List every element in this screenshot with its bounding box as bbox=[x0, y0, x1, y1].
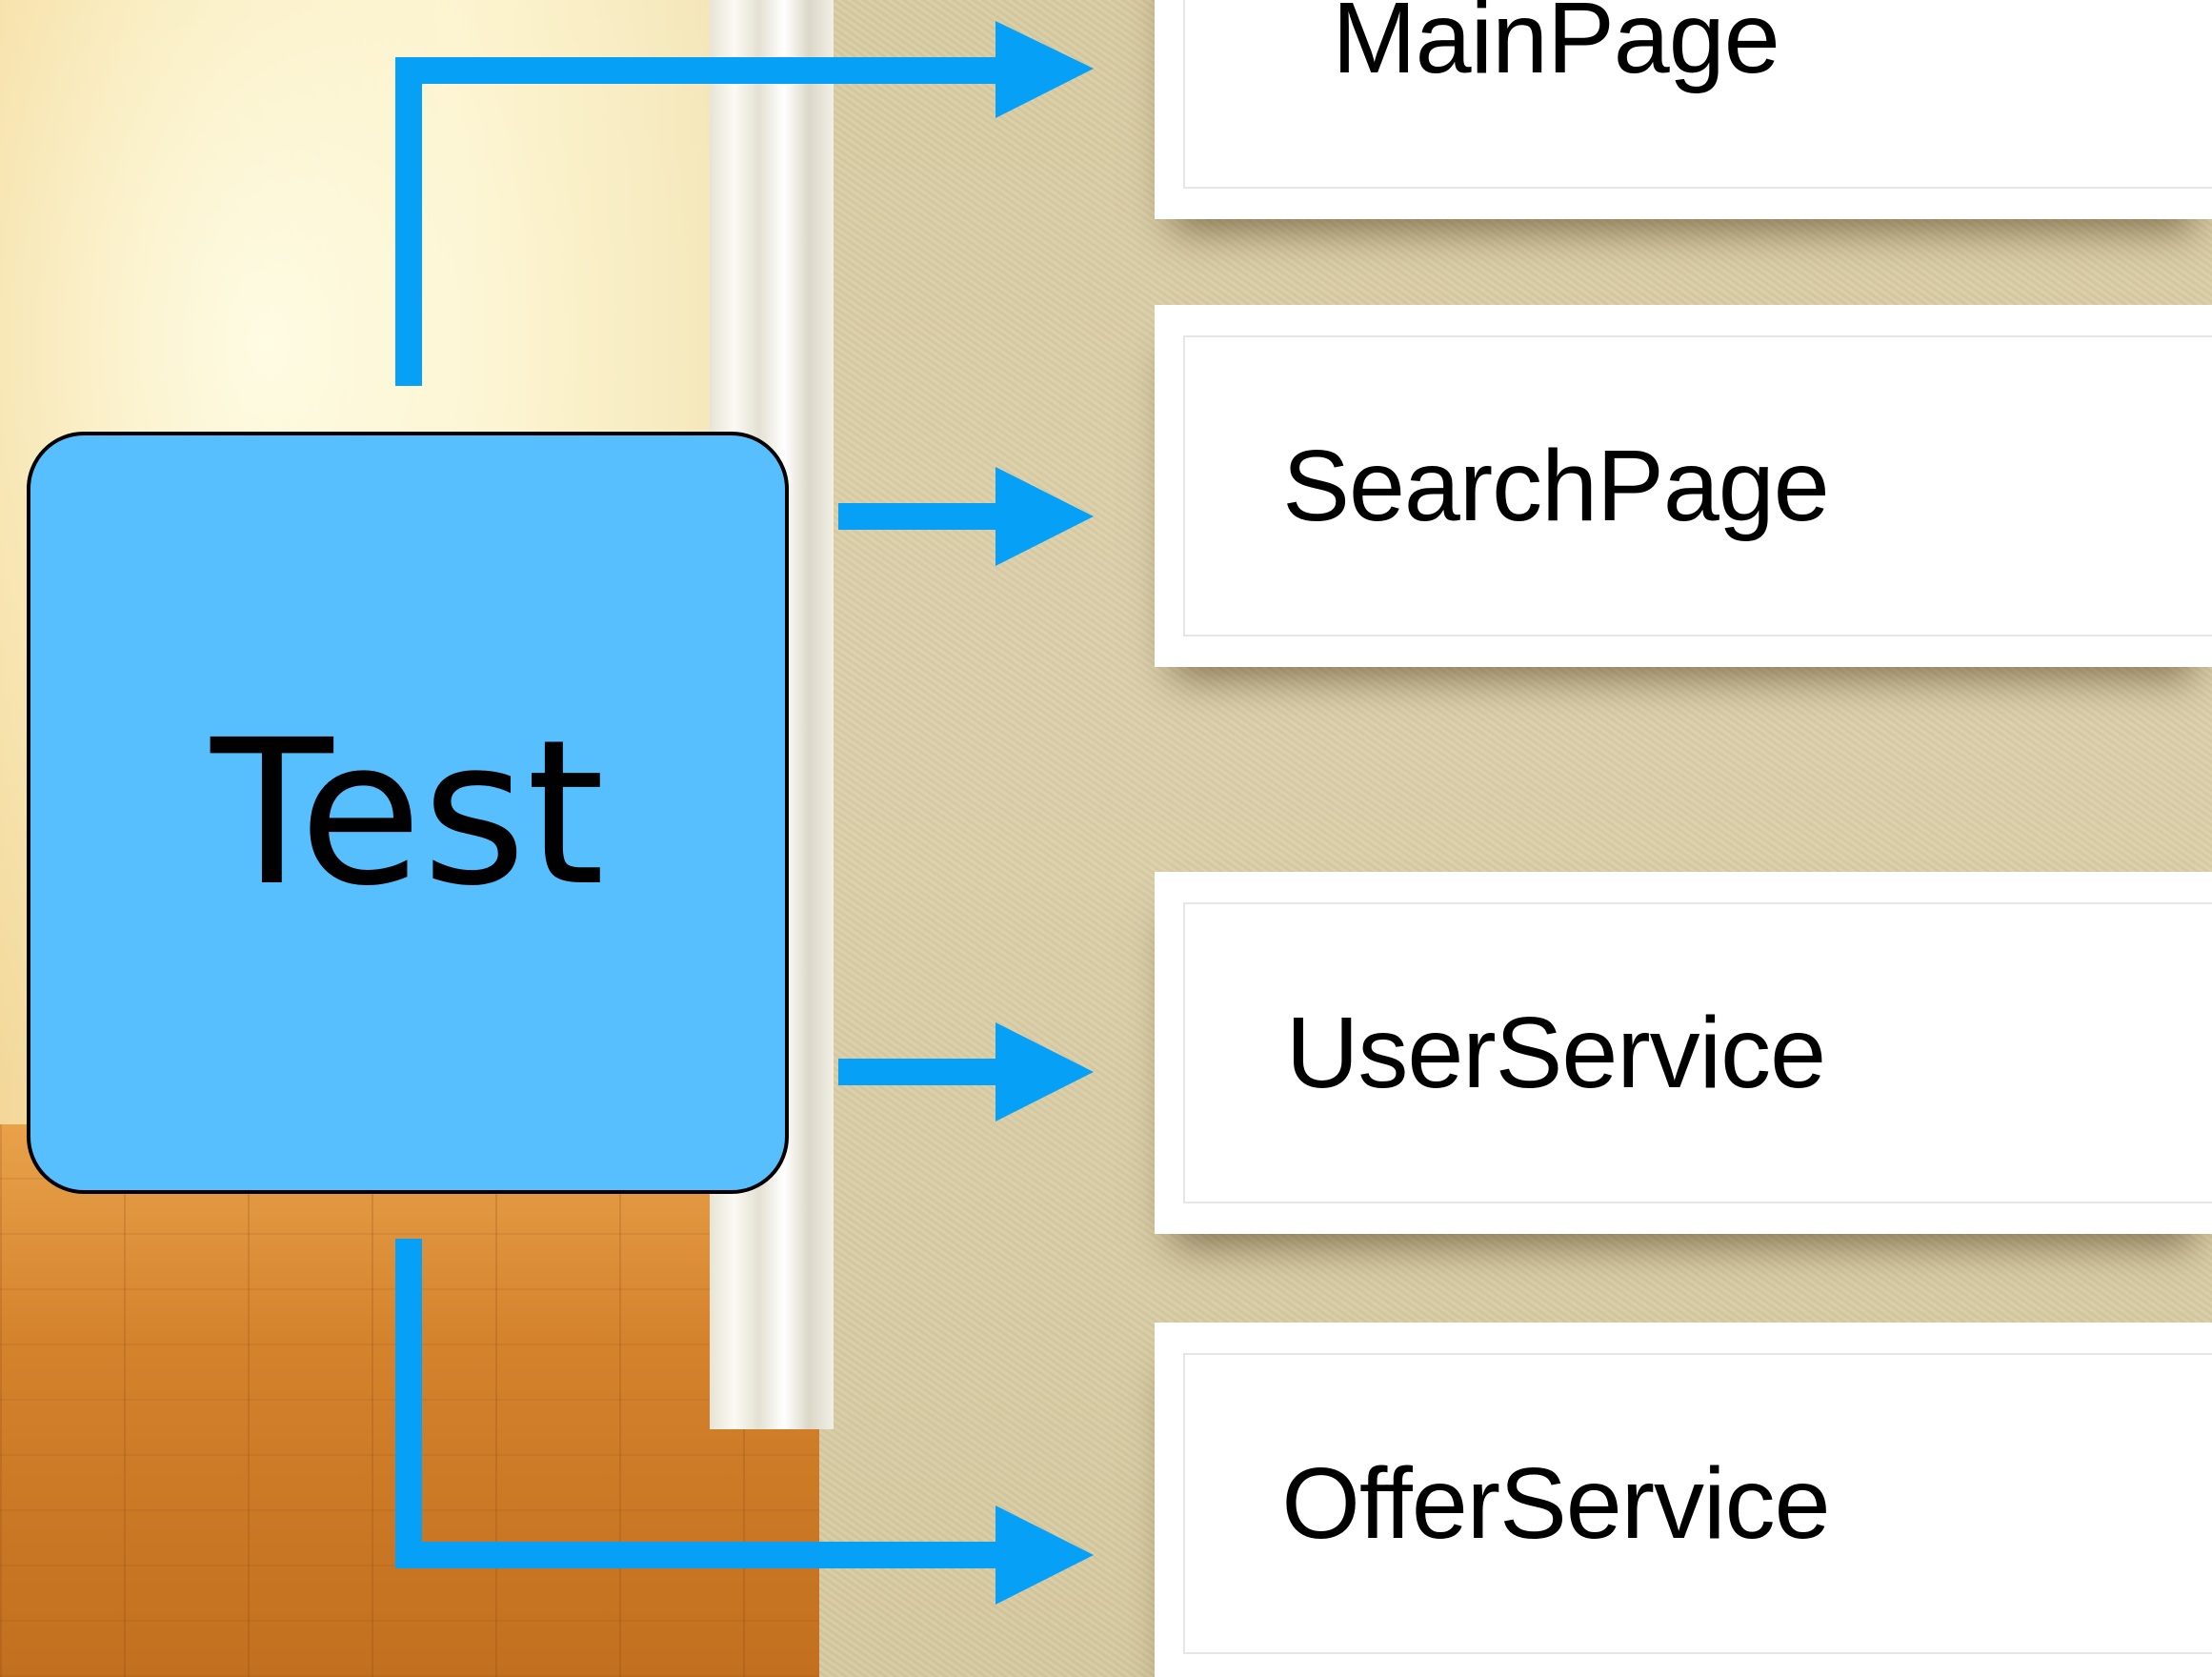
offer-service-label: OfferService bbox=[1281, 1446, 1830, 1560]
offer-service-box-frame: OfferService bbox=[1183, 1353, 2212, 1654]
main-page-box-frame: MainPage bbox=[1183, 0, 2212, 189]
user-service-box-frame: UserService bbox=[1183, 902, 2212, 1203]
user-service-box: UserService bbox=[1155, 872, 2212, 1234]
arrow-to-offer-service bbox=[395, 1239, 1094, 1605]
arrow-to-search-page bbox=[838, 467, 1094, 566]
offer-service-box: OfferService bbox=[1155, 1323, 2212, 1677]
search-page-label: SearchPage bbox=[1282, 429, 1829, 542]
test-label: Test bbox=[211, 696, 605, 930]
user-service-label: UserService bbox=[1285, 996, 1826, 1109]
search-page-box: SearchPage bbox=[1155, 305, 2212, 667]
arrow-to-main-page bbox=[395, 21, 1094, 386]
test-box: Test bbox=[27, 432, 789, 1194]
main-page-label: MainPage bbox=[1332, 0, 1780, 94]
main-page-box: MainPage bbox=[1155, 0, 2212, 219]
search-page-box-frame: SearchPage bbox=[1183, 335, 2212, 636]
arrow-to-user-service bbox=[838, 1022, 1094, 1121]
